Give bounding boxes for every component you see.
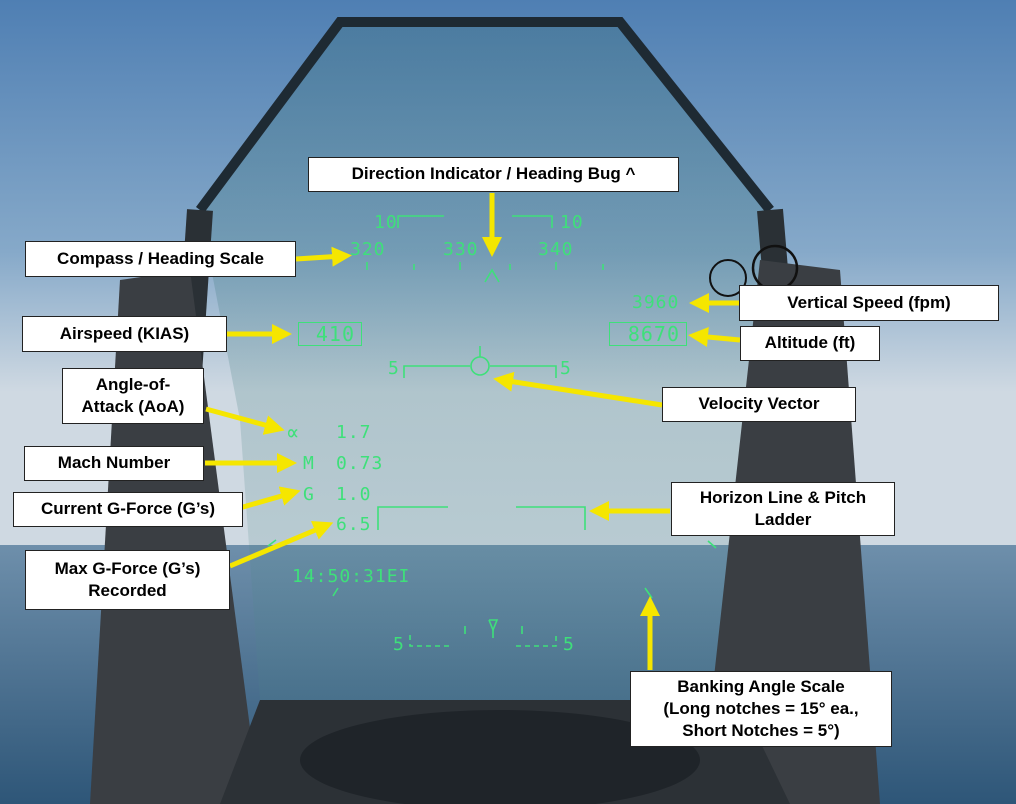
- callout-horizon: Horizon Line & Pitch Ladder: [671, 482, 895, 536]
- callout-compass: Compass / Heading Scale: [25, 241, 296, 277]
- pitch-label-top-left: 10: [374, 212, 398, 233]
- callout-velocity-vector: Velocity Vector: [662, 387, 856, 422]
- mach-value: 0.73: [336, 453, 384, 474]
- g-symbol: G: [303, 484, 315, 505]
- callout-aoa: Angle-of- Attack (AoA): [62, 368, 204, 424]
- bank-notch: [267, 539, 277, 547]
- horizon-line-left: [377, 506, 448, 530]
- horizon-line-right: [516, 506, 586, 530]
- callout-max-g: Max G-Force (G’s) Recorded: [25, 550, 230, 610]
- altitude-box: 8670: [609, 322, 687, 346]
- lower-ladder-left: [409, 635, 452, 647]
- hud-frame: [195, 17, 774, 214]
- callout-altitude: Altitude (ft): [740, 326, 880, 361]
- clock-readout: 14:50:31EI: [292, 566, 411, 587]
- airspeed-box: 410: [298, 322, 362, 346]
- vertical-speed-readout: 3960: [632, 292, 680, 313]
- callout-current-g: Current G-Force (G’s): [13, 492, 243, 527]
- g-value: 1.0: [336, 484, 372, 505]
- heading-340: 340: [538, 239, 574, 260]
- heading-330: 330: [443, 239, 479, 260]
- glare-shield: [300, 710, 700, 804]
- lower-ladder-label-right: 5: [563, 634, 575, 655]
- velocity-vector-icon: [470, 356, 490, 376]
- heading-320: 320: [350, 239, 386, 260]
- pitch-bar-top-left: [397, 215, 444, 228]
- knob-left: [709, 259, 747, 297]
- callout-mach: Mach Number: [24, 446, 204, 481]
- pitch-bar-top-right: [512, 215, 553, 228]
- aoa-value: 1.7: [336, 422, 372, 443]
- bank-notch: [707, 540, 717, 549]
- aoa-symbol: ∝: [286, 421, 301, 446]
- bank-marker-triangle-icon: [488, 619, 499, 633]
- bank-notch: [644, 587, 653, 599]
- callout-direction-indicator: Direction Indicator / Heading Bug ^: [308, 157, 679, 192]
- callout-banking: Banking Angle Scale (Long notches = 15° …: [630, 671, 892, 747]
- lower-ladder-right: [516, 635, 557, 647]
- bank-notch: [332, 587, 339, 597]
- lower-ladder-label-left: 5: [393, 634, 405, 655]
- vv-label-left: 5: [388, 358, 400, 379]
- max-g-value: 6.5: [336, 514, 372, 535]
- heading-caret-icon: [484, 268, 500, 283]
- callout-vertical-speed: Vertical Speed (fpm): [739, 285, 999, 321]
- vv-label-right: 5: [560, 358, 572, 379]
- pitch-label-top-right: 10: [560, 212, 584, 233]
- callout-airspeed: Airspeed (KIAS): [22, 316, 227, 352]
- vv-bar-left: [403, 365, 470, 378]
- vv-bar-right: [490, 365, 557, 378]
- mach-symbol: M: [303, 453, 315, 474]
